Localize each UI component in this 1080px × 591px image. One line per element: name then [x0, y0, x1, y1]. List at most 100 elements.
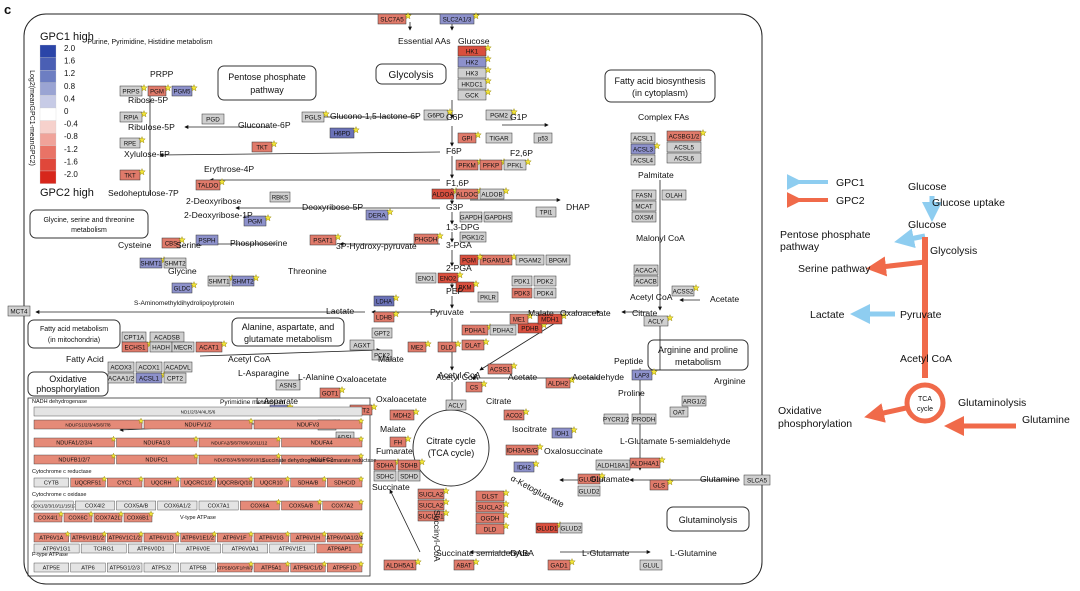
enzyme-box-aldoa: ALDOA [431, 187, 460, 200]
enzyme-label: PGAM1/4 [482, 258, 510, 265]
enzyme-label: ACSBG1/2 [669, 134, 700, 141]
oxphos-cell: NDUFC2 [281, 452, 365, 465]
significance-star-icon [357, 452, 365, 459]
significance-star-icon [472, 12, 480, 20]
enzyme-box-pgm5: PGM5 [171, 84, 198, 97]
cytc-label: Cytochrome c reductase [32, 469, 92, 475]
enzyme-label: ALDH4A1 [631, 461, 659, 468]
significance-star-icon [137, 530, 145, 537]
svg-text:TCA: TCA [918, 396, 932, 403]
enzyme-label: TPI1 [540, 211, 553, 217]
significance-star-icon [502, 511, 510, 519]
enzyme-label: PDK4 [537, 291, 554, 298]
enzyme-box-acss1: ACSS1 [487, 362, 518, 375]
significance-star-icon [275, 435, 282, 442]
enzyme-box-acadvl: ACADVL [163, 361, 193, 373]
enzyme-box-glud2: GLUD2 [577, 485, 601, 497]
significance-star-icon [412, 408, 420, 416]
significance-star-icon [480, 380, 488, 388]
metabolite-akg: α-Ketoglutarate [509, 473, 566, 510]
significance-star-icon [568, 558, 576, 566]
metabolite-g6p: G6P [446, 112, 463, 122]
enzyme-label: ACSL3 [633, 147, 653, 154]
enzyme-box-gldc: GLDC [171, 281, 198, 294]
summary-tca-circle [904, 382, 946, 424]
metabolite-acetaldehyde: Acetaldehyde [572, 372, 624, 382]
enzyme-label: GLDC [174, 287, 191, 293]
enzyme-label: IDH3A/B/G [506, 448, 537, 455]
significance-star-icon [357, 541, 365, 548]
enzyme-box-pycr: PYCR1/2 [603, 413, 630, 425]
legend-swatch [39, 82, 57, 96]
enzyme-box-glud1: GLUD1 [577, 472, 606, 485]
significance-star-icon [692, 284, 700, 292]
oxphos-cell: SDHC/D [327, 475, 365, 488]
oxphos-cell-label: CYTB [44, 481, 59, 487]
oxphos-cell: ND1/2/3/4/4L/5/6 [33, 406, 363, 417]
oxphos-cell: SDHA/B [290, 475, 328, 488]
enzyme-label: PGM [248, 219, 262, 226]
metabolite-complexfa: Complex FAs [638, 112, 689, 122]
legend-swatch [39, 57, 57, 71]
enzyme-label: SDHB [400, 463, 418, 470]
significance-star-icon [110, 435, 117, 442]
metabolite-ribulose5p: Ribulose-5P [128, 122, 175, 132]
significance-star-icon [192, 452, 200, 459]
oxphos-cell-label: ATP5G1/2/3 [109, 566, 139, 572]
enzyme-box-fasn: FASN [631, 189, 657, 201]
significance-star-icon [454, 340, 462, 348]
significance-star-icon [275, 452, 282, 459]
enzyme-box-dld: DLD [437, 340, 462, 353]
significance-star-icon [101, 530, 108, 537]
oxphos-cell: TCIRG1 [80, 543, 127, 554]
significance-star-icon [316, 498, 323, 505]
svg-text:pathway: pathway [780, 241, 820, 253]
enzyme-box-tkt1: TKT [251, 140, 278, 153]
enzyme-box-sdhb: SDHB [397, 458, 426, 471]
metabolite-deoxyribose5p: Deoxyribose-5P [302, 202, 363, 212]
oxphos-cell-label: COX7A2L [95, 516, 120, 522]
metabolite-oxaloacetate_c: Oxaloacetate [560, 308, 611, 318]
sdh-label: Succinate dehydrogenase Fumarate reducta… [262, 458, 376, 464]
enzyme-label: GLUD2 [579, 489, 600, 496]
enzyme-label: PGK1/2 [462, 235, 485, 242]
enzyme-label: AGXT [353, 343, 370, 350]
oxphos-cell: ATP6V0D1 [128, 543, 174, 554]
metabolite-isocitrate: Isocitrate [512, 424, 547, 434]
metabolite-pga3: 3-PGA [446, 240, 472, 250]
enzyme-box-ldhb: LDHB [373, 310, 400, 323]
oxphos-cell-label: COX6A [250, 504, 269, 510]
enzyme-box-ldha: LDHA [373, 294, 400, 307]
metabolite-acetylcoa_c: Acetyl CoA [630, 292, 673, 302]
oxphos-cell: ATP6V1B1/2 [70, 530, 108, 543]
metabolite-sam: S-Aminomethyldihydrolipoylprotein [134, 300, 234, 307]
vatp-label: V-type ATPase [180, 515, 216, 521]
metabolite-threonine: Threonine [288, 266, 327, 276]
oxphos-sublabels: NADH dehydrogenase Cytochrome c reductas… [32, 399, 376, 558]
legend-swatch [39, 170, 57, 184]
enzyme-label: PDHA1 [465, 328, 486, 335]
enzyme-label: PRPS [122, 89, 139, 96]
oxphos-cell: ATP6V1F [217, 530, 255, 543]
enzyme-label: ACLY [648, 319, 665, 326]
significance-star-icon [510, 362, 518, 370]
significance-star-icon [446, 108, 454, 116]
metabolite-lglutamate: L-Glutamate [582, 548, 630, 558]
significance-star-icon [190, 281, 198, 289]
enzyme-box-pdha2: PDHA2 [489, 324, 517, 336]
svg-text:Glycine, serine and threonine: Glycine, serine and threonine [43, 217, 134, 224]
legend-axis-label: Log2(meanGPC1-meanGPC2) [28, 70, 35, 166]
module-purine: Purine, Pyrimidine, Histidine metabolism [87, 39, 212, 46]
significance-star-icon [284, 530, 291, 537]
enzyme-box-idh1: IDH1 [551, 426, 578, 439]
svg-text:metabolism: metabolism [71, 227, 107, 234]
enzyme-label: ACSL1 [633, 136, 653, 143]
enzyme-box-pgm3: PGM [147, 84, 172, 97]
enzyme-box-glud1b: GLUD1 [535, 521, 564, 534]
significance-star-icon [392, 310, 400, 318]
enzyme-label: ACADSB [154, 335, 180, 342]
enzyme-label: PSAT1 [313, 238, 333, 245]
oxphos-cell-label: UQCRFS1 [75, 481, 102, 487]
metabolite-phosphoserine: Phosphoserine [230, 238, 288, 248]
oxphos-cell-label: UQCRH [151, 481, 172, 487]
